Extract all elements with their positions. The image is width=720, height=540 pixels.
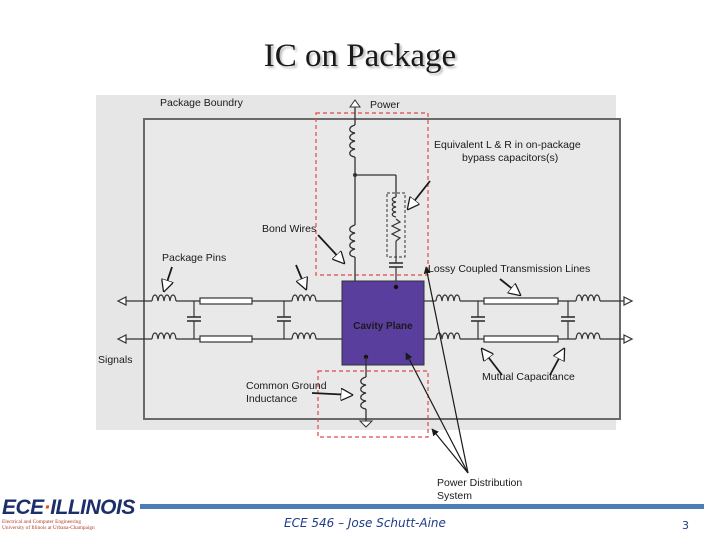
- left-mutual-cap-2: [277, 301, 291, 339]
- package-boundary-box: [143, 118, 621, 420]
- arrow-mutual-cap-1: [482, 349, 503, 376]
- logo-wordmark: ECE·ILLINOIS: [2, 496, 135, 519]
- ic-package-diagram: Cavity Plane: [96, 95, 634, 502]
- right-signal-line-2: [424, 332, 634, 344]
- label-pds-1: Power Distribution: [437, 477, 522, 489]
- power-dashed-box: [315, 112, 429, 276]
- logo-subtitle-1: Electrical and Computer Engineering: [2, 519, 81, 525]
- right-mutual-cap-1: [471, 301, 485, 339]
- arrow-package-pins-2: [295, 264, 306, 289]
- ece-illinois-logo: ECE·ILLINOIS Electrical and Computer Eng…: [2, 496, 135, 540]
- label-equiv-lr-1: Equivalent L & R in on-package: [434, 139, 581, 151]
- bypass-inductor: [391, 196, 397, 218]
- cavity-plane-block: [341, 280, 425, 366]
- arrow-pds-2: [431, 428, 469, 474]
- arrow-bond-wires: [317, 234, 344, 263]
- arrow-pds-3: [405, 352, 469, 474]
- left-signal-line-2: [116, 332, 342, 344]
- label-package-boundary: Package Boundry: [160, 97, 244, 109]
- ground-symbol: [358, 420, 374, 428]
- slide-title: IC on Package: [263, 38, 457, 74]
- label-lossy-lines: Lossy Coupled Transmission Lines: [428, 263, 590, 275]
- bypass-resistor: [390, 218, 402, 242]
- cavity-plane-label: Cavity Plane: [353, 321, 413, 332]
- footer-divider-bar: [140, 504, 704, 509]
- right-signal-line-1: [424, 294, 634, 306]
- arrow-lossy-lines: [499, 278, 520, 295]
- label-pds-2: System: [437, 490, 472, 502]
- label-signals: Signals: [98, 354, 132, 366]
- left-mutual-cap-1: [187, 301, 201, 339]
- label-common-ground-2: Inductance: [246, 393, 298, 405]
- arrow-common-ground: [311, 393, 352, 395]
- page-number: 3: [682, 519, 689, 532]
- cavity-node-top: [393, 284, 399, 290]
- footer-course-author: ECE 546 – Jose Schutt-Aine: [284, 516, 446, 530]
- ground-dashed-box: [317, 370, 429, 438]
- left-signal-line-1: [116, 294, 342, 306]
- right-mutual-cap-2: [561, 301, 575, 339]
- label-bond-wires: Bond Wires: [262, 223, 316, 235]
- arrow-package-pins-1: [164, 266, 172, 291]
- label-package-pins: Package Pins: [162, 252, 226, 264]
- ground-inductor: [360, 376, 367, 410]
- label-equiv-lr-2: bypass capacitors(s): [462, 152, 558, 164]
- label-common-ground-1: Common Ground: [246, 380, 327, 392]
- arrow-pds-1: [423, 266, 469, 474]
- bond-wire-inductor: [349, 224, 356, 258]
- label-power: Power: [370, 99, 400, 111]
- arrow-mutual-cap-2: [549, 349, 564, 376]
- arrow-equiv-lr: [408, 180, 431, 209]
- power-inductor: [349, 124, 356, 158]
- label-mutual-capacitance: Mutual Capacitance: [482, 371, 575, 383]
- logo-subtitle-2: University of Illinois at Urbana-Champai…: [2, 525, 95, 531]
